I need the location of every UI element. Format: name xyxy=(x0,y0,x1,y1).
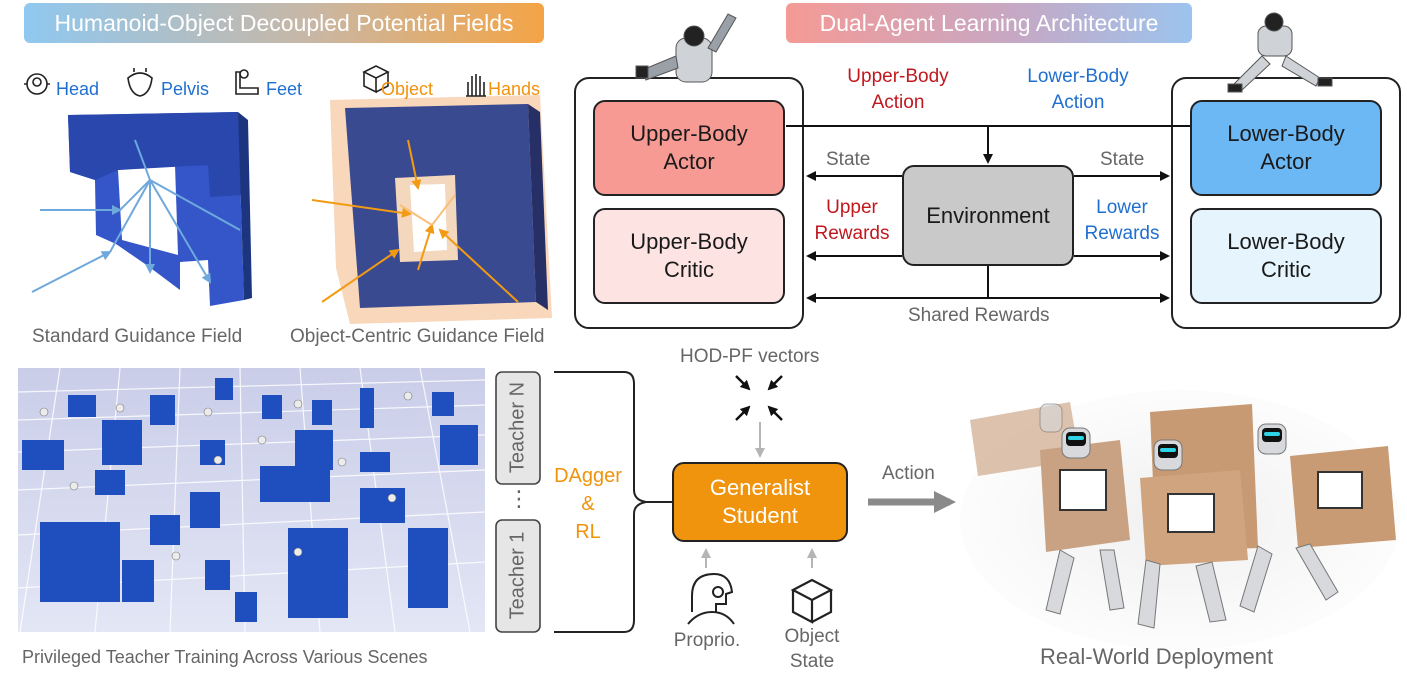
real-world-deployment-image xyxy=(960,390,1400,650)
upper-body-robot-image xyxy=(635,13,737,83)
teacher-1-box xyxy=(495,519,541,633)
upper-action-line1: Upper-Body xyxy=(847,66,949,87)
object-field-vectors xyxy=(311,139,519,303)
head-icon xyxy=(24,73,50,95)
proprio-label: Proprio. xyxy=(673,630,741,651)
lower-actor-line2: Actor xyxy=(1260,149,1312,174)
legend-pelvis-label: Pelvis xyxy=(161,79,210,99)
dagger-line3: RL xyxy=(575,521,601,543)
teacher-1-label: Teacher 1 xyxy=(506,531,529,620)
robot-head-icon xyxy=(687,572,735,625)
object-cube-icon xyxy=(790,578,834,624)
lower-body-robot-image xyxy=(1227,12,1333,93)
environment-box: Environment xyxy=(902,165,1074,266)
lower-action-label: Lower-Body Action xyxy=(1008,64,1148,116)
pelvis-icon xyxy=(127,68,153,97)
student-line1: Generalist xyxy=(709,475,811,500)
generalist-student-box: Generalist Student xyxy=(672,462,848,542)
legend-feet-label: Feet xyxy=(266,79,303,99)
hod-pf-vectors-label: HOD-PF vectors xyxy=(680,346,820,367)
lower-actor-line1: Lower-Body xyxy=(1227,121,1345,146)
standard-field-vectors xyxy=(31,139,241,293)
teacher-ellipsis: ⋮ xyxy=(508,486,530,511)
architecture-arrows xyxy=(786,125,1190,303)
upper-body-critic-box: Upper-Body Critic xyxy=(593,208,785,304)
banner-potential-fields-text: Humanoid-Object Decoupled Potential Fiel… xyxy=(54,9,514,36)
legend-hands-label: Hands xyxy=(488,79,541,99)
dagger-line2: & xyxy=(581,493,595,515)
object-state-line2: State xyxy=(789,651,835,672)
environment-label: Environment xyxy=(926,202,1050,228)
standard-guidance-frame xyxy=(68,112,252,306)
action-label: Action xyxy=(882,463,935,484)
lower-rewards-line1: Lower xyxy=(1096,197,1148,218)
object-state-line1: Object xyxy=(784,626,840,647)
legend-head-label: Head xyxy=(56,79,100,99)
upper-actor-line1: Upper-Body xyxy=(630,121,748,146)
shared-rewards-label: Shared Rewards xyxy=(908,305,1050,326)
lower-critic-line2: Critic xyxy=(1260,257,1312,282)
banner-dual-agent-text: Dual-Agent Learning Architecture xyxy=(819,9,1159,36)
lower-action-line2: Action xyxy=(1051,92,1105,113)
dagger-line1: DAgger xyxy=(554,465,622,487)
upper-critic-line1: Upper-Body xyxy=(630,229,748,254)
lower-body-critic-box: Lower-Body Critic xyxy=(1190,208,1382,304)
upper-action-line2: Action xyxy=(871,92,925,113)
teacher-training-scene xyxy=(17,367,486,633)
upper-body-actor-box: Upper-Body Actor xyxy=(593,100,785,196)
lower-critic-line1: Lower-Body xyxy=(1227,229,1345,254)
hod-pf-vectors-icon xyxy=(735,375,783,421)
caption-standard-field: Standard Guidance Field xyxy=(32,326,243,347)
teacher-n-box xyxy=(495,371,541,485)
state-right-label: State xyxy=(1100,149,1145,170)
upper-rewards-line2: Rewards xyxy=(814,223,890,244)
banner-dual-agent: Dual-Agent Learning Architecture xyxy=(786,3,1192,43)
upper-rewards-label: Upper Rewards xyxy=(804,195,900,247)
lower-rewards-line2: Rewards xyxy=(1084,223,1160,244)
upper-critic-line2: Critic xyxy=(663,257,715,282)
upper-actor-line2: Actor xyxy=(663,149,715,174)
legend-object-label: Object xyxy=(381,79,434,99)
caption-real-world-deployment: Real-World Deployment xyxy=(1040,644,1274,669)
cube-icon xyxy=(362,65,390,94)
upper-action-label: Upper-Body Action xyxy=(828,64,968,116)
dagger-rl-label: DAgger & RL xyxy=(548,462,628,546)
teacher-n-label: Teacher N xyxy=(506,381,529,474)
banner-potential-fields: Humanoid-Object Decoupled Potential Fiel… xyxy=(24,3,544,43)
lower-rewards-label: Lower Rewards xyxy=(1074,195,1170,247)
object-centric-frame xyxy=(330,95,552,324)
hand-icon xyxy=(466,74,486,97)
caption-object-centric-field: Object-Centric Guidance Field xyxy=(290,326,545,347)
lower-agent-frame xyxy=(1171,77,1401,329)
feet-icon xyxy=(235,69,259,95)
lower-body-actor-box: Lower-Body Actor xyxy=(1190,100,1382,196)
student-line2: Student xyxy=(722,503,798,528)
state-left-label: State xyxy=(826,149,871,170)
lower-action-line1: Lower-Body xyxy=(1027,66,1129,87)
upper-rewards-line1: Upper xyxy=(826,197,878,218)
object-state-label: Object State xyxy=(770,624,854,674)
caption-teacher-training: Privileged Teacher Training Across Vario… xyxy=(22,647,428,667)
